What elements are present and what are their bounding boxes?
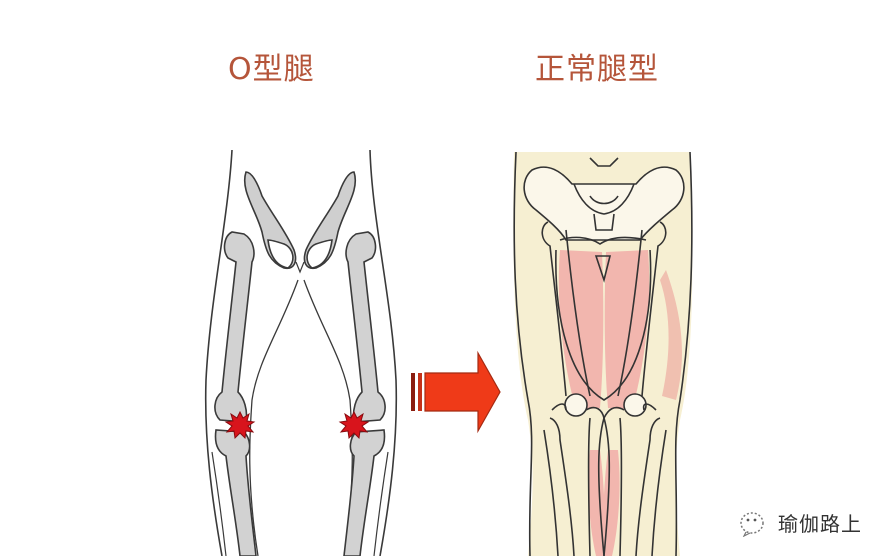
watermark-text: 瑜伽路上 <box>778 512 862 536</box>
wechat-icon <box>740 511 764 537</box>
bow-legs-figure <box>204 149 398 556</box>
knee-pain-marker-right <box>338 410 370 440</box>
watermark: 瑜伽路上 <box>738 508 862 537</box>
knee-pain-marker-left <box>224 410 256 440</box>
arrow-right-icon <box>411 350 501 434</box>
normal-legs-figure <box>513 151 693 556</box>
title-normal-legs: 正常腿型 <box>535 52 659 87</box>
title-o-legs: O型腿 <box>228 52 315 87</box>
